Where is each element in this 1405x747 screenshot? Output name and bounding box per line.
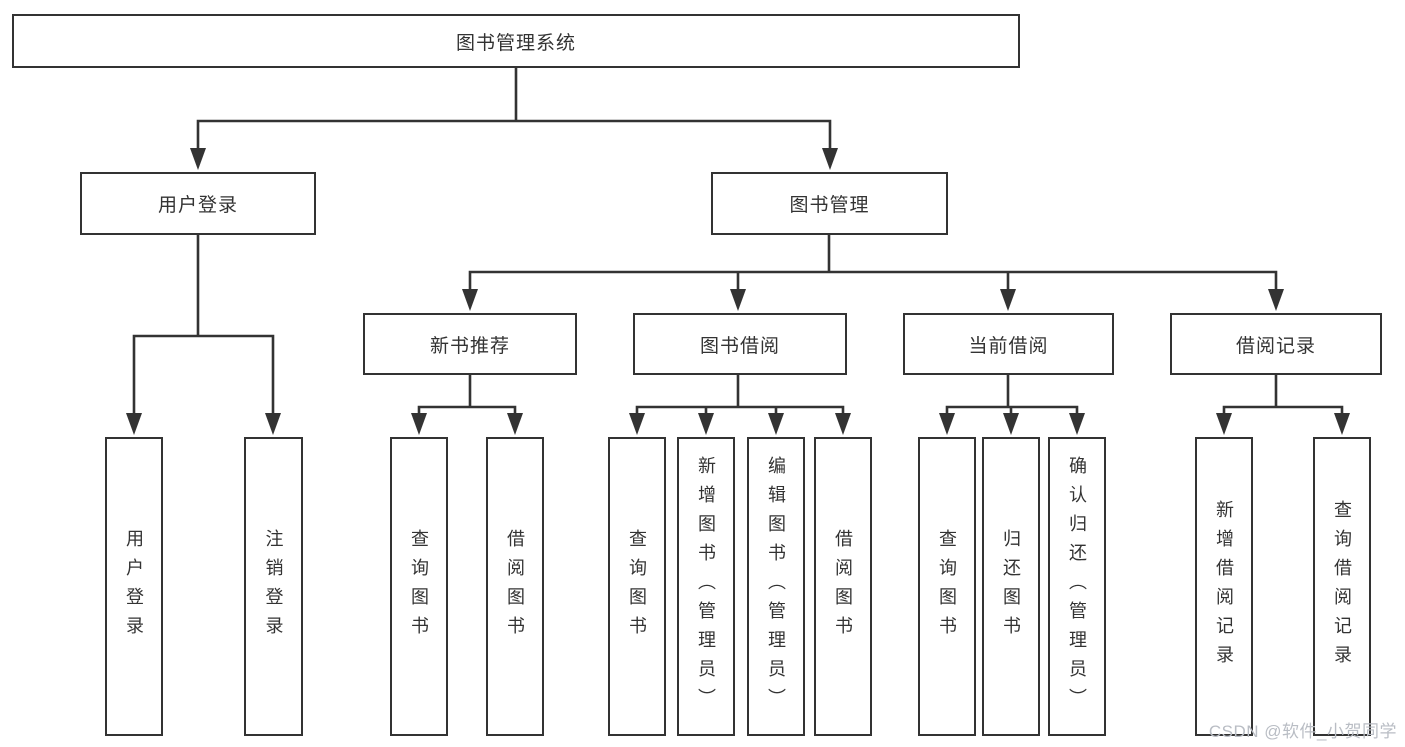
leaf-label: 新增借阅记录	[1214, 499, 1234, 674]
leaf-label: 查询图书	[627, 528, 647, 645]
leaf-label: 查询图书	[409, 528, 429, 645]
node-user-login-branch: 用户登录	[80, 172, 316, 235]
node-borrowing-records: 借阅记录	[1170, 313, 1382, 375]
leaf-label: 注销登录	[263, 528, 284, 645]
node-label: 图书管理	[789, 195, 870, 216]
leaf-label: 归还图书	[1001, 528, 1021, 645]
node-book-management-branch: 图书管理	[711, 172, 948, 235]
leaf-query-books-2: 查询图书	[608, 437, 666, 736]
leaf-add-books-admin: 新增图书（管理员）	[677, 437, 735, 736]
leaf-label: 查询借阅记录	[1332, 499, 1352, 674]
node-label: 借阅记录	[1235, 335, 1316, 357]
node-current-borrowing: 当前借阅	[903, 313, 1114, 375]
leaf-borrow-books-2: 借阅图书	[814, 437, 872, 736]
node-label: 新书推荐	[429, 335, 510, 357]
node-label: 图书借阅	[699, 335, 780, 357]
node-label: 当前借阅	[968, 335, 1049, 357]
node-label: 图书管理系统	[455, 32, 576, 54]
leaf-query-books-1: 查询图书	[390, 437, 448, 736]
leaf-user-login: 用户登录	[105, 437, 163, 736]
leaf-borrow-books-1: 借阅图书	[486, 437, 544, 736]
node-book-borrowing: 图书借阅	[633, 313, 847, 375]
csdn-watermark: CSDN @软件_小贺同学	[1208, 722, 1397, 741]
leaf-logout: 注销登录	[244, 437, 303, 736]
leaf-label: 查询图书	[937, 528, 957, 645]
leaf-confirm-return-admin: 确认归还（管理员）	[1048, 437, 1106, 736]
leaf-label: 确认归还（管理员）	[1067, 456, 1087, 717]
leaf-label: 借阅图书	[833, 528, 853, 645]
node-label: 用户登录	[157, 195, 238, 216]
leaf-add-borrow-record: 新增借阅记录	[1195, 437, 1253, 736]
leaf-label: 新增图书（管理员）	[696, 456, 716, 717]
leaf-return-books: 归还图书	[982, 437, 1040, 736]
leaf-label: 借阅图书	[505, 528, 525, 645]
node-library-management-system: 图书管理系统	[12, 14, 1020, 68]
leaf-query-books-3: 查询图书	[918, 437, 976, 736]
leaf-label: 编辑图书（管理员）	[766, 456, 786, 717]
leaf-label: 用户登录	[124, 528, 144, 645]
node-new-book-recommendation: 新书推荐	[363, 313, 577, 375]
leaf-edit-books-admin: 编辑图书（管理员）	[747, 437, 805, 736]
leaf-query-borrow-record: 查询借阅记录	[1313, 437, 1371, 736]
